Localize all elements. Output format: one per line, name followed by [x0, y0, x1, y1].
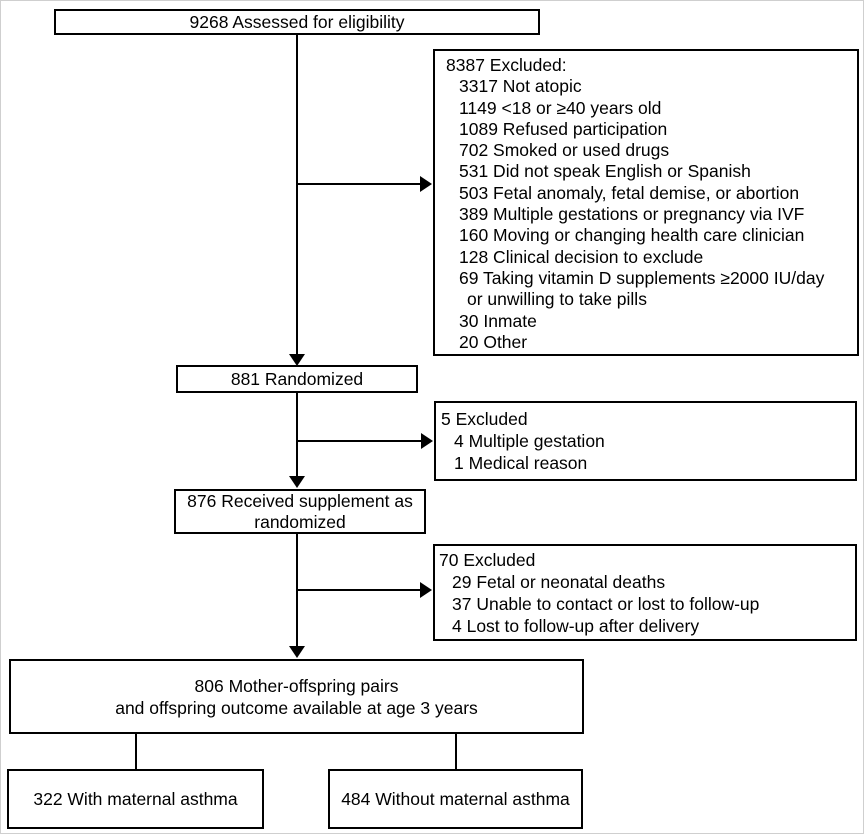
arrowhead-right-excluded-screening-icon	[420, 176, 432, 192]
box-randomized: 881 Randomized	[176, 365, 418, 393]
excluded-followup-item: 37 Unable to contact or lost to follow-u…	[452, 594, 760, 614]
excluded-screening-item: 30 Inmate	[459, 310, 537, 331]
excluded-screening-item: 503 Fetal anomaly, fetal demise, or abor…	[459, 182, 800, 203]
excluded-screening-item: 20 Other	[459, 331, 528, 352]
mother-offspring-pairs-line: 806 Mother-offspring pairs	[194, 675, 399, 696]
excluded-screening-item: 1149 <18 or ≥40 years old	[459, 97, 662, 118]
arrowhead-down-received-icon	[289, 476, 305, 488]
excluded-randomized-item: 1 Medical reason	[454, 453, 588, 473]
excluded-screening-item-continuation: or unwilling to take pills	[467, 289, 647, 310]
without-maternal-asthma-label: 484 Without maternal asthma	[341, 788, 570, 809]
box-excluded-screening: 8387 Excluded: 3317 Not atopic 1149 <18 …	[433, 49, 859, 356]
excluded-followup-item: 29 Fetal or neonatal deaths	[452, 572, 666, 592]
excluded-randomized-item: 4 Multiple gestation	[454, 431, 605, 451]
box-excluded-randomized: 5 Excluded 4 Multiple gestation 1 Medica…	[434, 401, 857, 481]
connector-to-excluded-screening	[297, 183, 421, 185]
excluded-screening-item: 128 Clinical decision to exclude	[459, 246, 704, 267]
excluded-screening-item: 1089 Refused participation	[459, 118, 668, 139]
assessed-eligibility-label: 9268 Assessed for eligibility	[189, 11, 405, 32]
arrowhead-right-excluded-followup-icon	[420, 582, 432, 598]
box-received-supplement: 876 Received supplement as randomized	[174, 489, 426, 534]
mother-offspring-pairs-line: and offspring outcome available at age 3…	[115, 697, 478, 718]
arrowhead-down-pairs-icon	[289, 646, 305, 658]
received-supplement-line: 876 Received supplement as	[187, 490, 413, 511]
box-without-maternal-asthma: 484 Without maternal asthma	[328, 769, 583, 829]
connector-randomized-to-received	[296, 393, 298, 477]
box-with-maternal-asthma: 322 With maternal asthma	[7, 769, 264, 829]
box-mother-offspring-pairs: 806 Mother-offspring pairs and offspring…	[9, 659, 584, 734]
excluded-screening-item: 69 Taking vitamin D supplements ≥2000 IU…	[459, 267, 825, 288]
box-excluded-followup: 70 Excluded 29 Fetal or neonatal deaths …	[433, 544, 857, 641]
randomized-label: 881 Randomized	[230, 368, 364, 389]
connector-assessed-to-randomized	[296, 35, 298, 355]
excluded-screening-item: 702 Smoked or used drugs	[459, 140, 670, 161]
excluded-screening-heading: 8387 Excluded:	[446, 55, 567, 75]
excluded-screening-item: 160 Moving or changing health care clini…	[459, 225, 805, 246]
arrowhead-down-randomized-icon	[289, 354, 305, 366]
with-maternal-asthma-label: 322 With maternal asthma	[33, 788, 238, 809]
excluded-screening-item: 389 Multiple gestations or pregnancy via…	[459, 204, 805, 225]
arrowhead-right-excluded-randomized-icon	[421, 433, 433, 449]
box-assessed-eligibility: 9268 Assessed for eligibility	[54, 9, 540, 35]
excluded-randomized-heading: 5 Excluded	[441, 409, 528, 429]
excluded-screening-item: 531 Did not speak English or Spanish	[459, 161, 751, 182]
connector-to-excluded-randomized	[297, 440, 422, 442]
excluded-screening-item: 3317 Not atopic	[459, 76, 582, 97]
received-supplement-line: randomized	[254, 511, 346, 532]
excluded-followup-item: 4 Lost to follow-up after delivery	[452, 616, 700, 636]
connector-pairs-to-with-asthma	[135, 734, 137, 769]
connector-to-excluded-followup	[297, 589, 421, 591]
excluded-followup-heading: 70 Excluded	[439, 550, 536, 570]
connector-pairs-to-without-asthma	[455, 734, 457, 769]
